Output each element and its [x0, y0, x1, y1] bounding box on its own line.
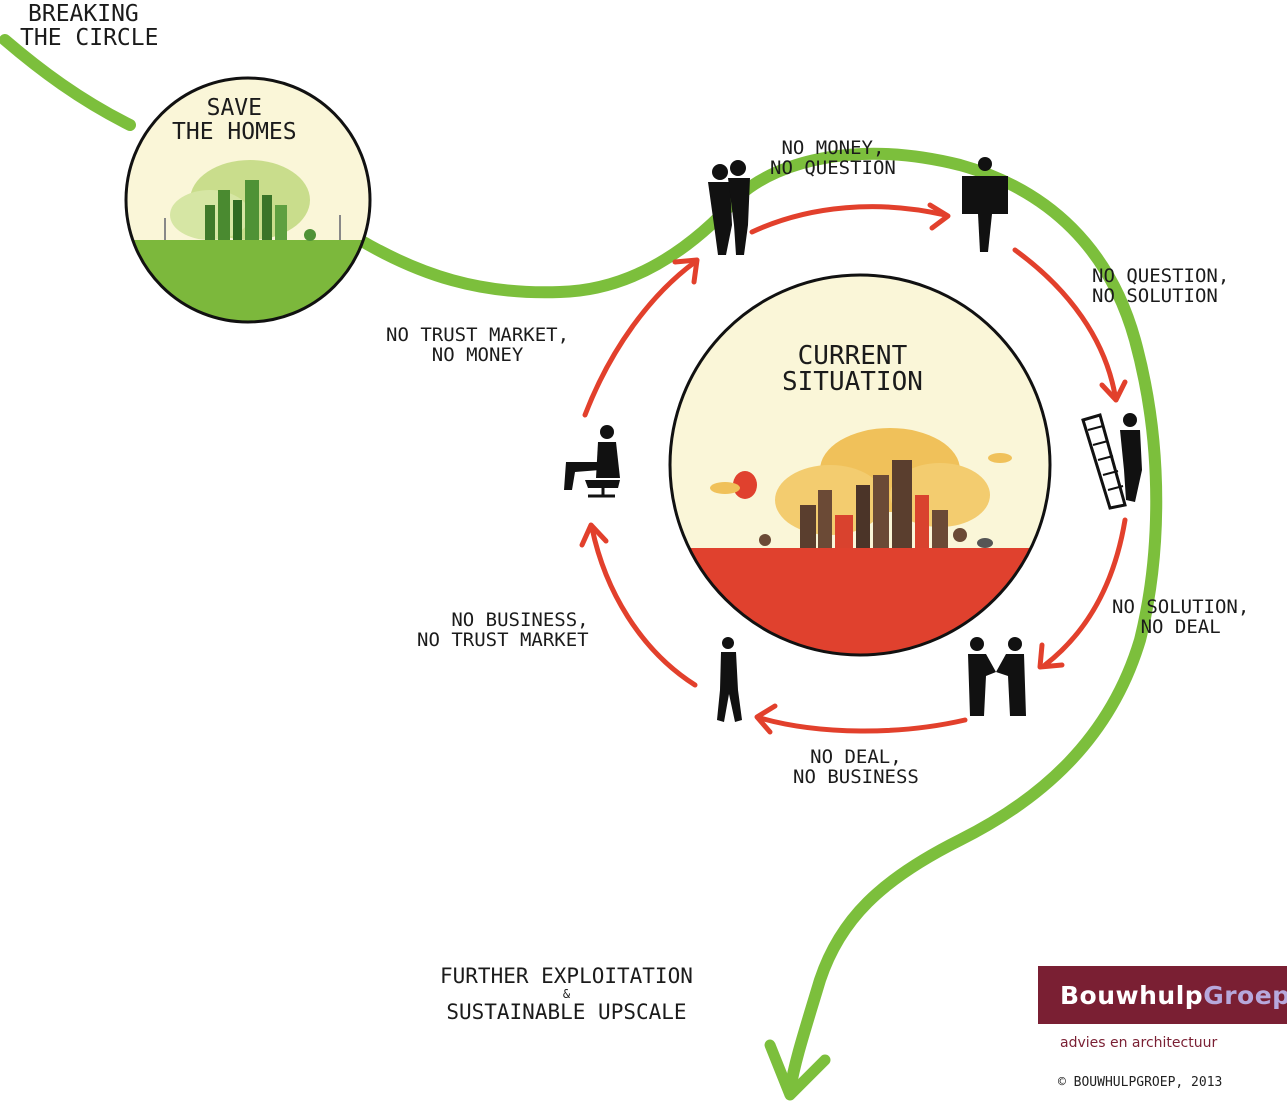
handshake-icon: [968, 637, 1026, 716]
arrow-question-solution: [1012, 247, 1118, 398]
label-no-deal-no-business: NO DEAL,NO BUSINESS: [793, 746, 919, 788]
arrow-trust-money: [582, 259, 698, 418]
label-no-business-no-trust-market: NO BUSINESS,NO TRUST MARKET: [417, 609, 589, 651]
logo-brand-part1: Bouwhulp: [1060, 980, 1204, 1010]
ladder-climber-icon: [1081, 413, 1142, 510]
current-situation-circle: [668, 273, 1052, 657]
copyright-text: © BOUWHULPGROEP, 2013: [1058, 1075, 1223, 1090]
logo-brand-part2: Groep: [1203, 980, 1287, 1010]
arrow-business-trust: [589, 525, 698, 688]
red-city-icon: [710, 428, 1012, 548]
outcome-label: FURTHER EXPLOITATION & SUSTAINABLE UPSCA…: [440, 964, 693, 1024]
man-in-chair-icon: [564, 425, 620, 498]
label-no-question-no-solution: NO QUESTION,NO SOLUTION: [1092, 265, 1230, 307]
green-arrowhead: [764, 1039, 831, 1101]
green-city-icon: [164, 160, 341, 241]
couple-icon: [708, 160, 750, 255]
label-no-trust-market-no-money: NO TRUST MARKET,NO MONEY: [386, 324, 570, 366]
logo-tagline: advies en architectuur: [1060, 1035, 1218, 1051]
green-breaking-path: [0, 34, 1163, 1096]
red-cycle-arrows: [579, 202, 1128, 735]
arrow-deal-business: [757, 715, 968, 734]
arrow-solution-deal: [1042, 517, 1128, 668]
label-no-solution-no-deal: NO SOLUTION,NO DEAL: [1112, 596, 1250, 638]
arrow-money-question: [749, 204, 948, 235]
person-holding-sign-icon: [962, 157, 1008, 252]
walking-woman-icon: [717, 637, 742, 722]
label-no-money-no-question: NO MONEY,NO QUESTION: [770, 137, 896, 179]
